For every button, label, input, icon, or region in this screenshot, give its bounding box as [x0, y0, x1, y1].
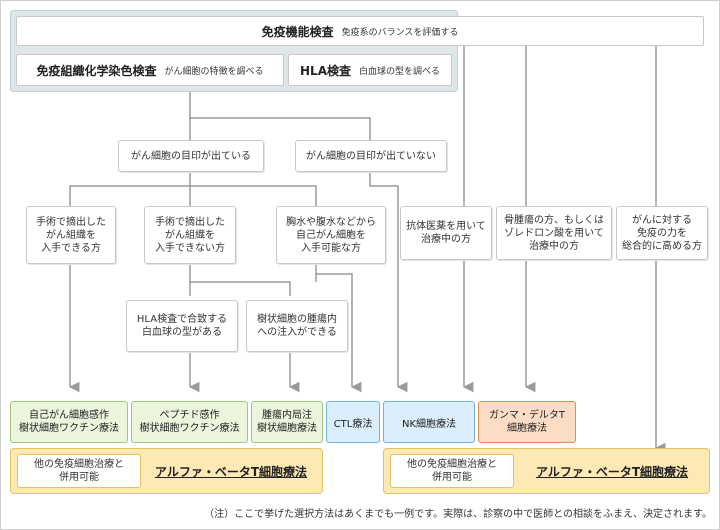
alpha-beta-t-right-group: 他の免疫細胞治療と 併用可能 アルファ・ベータT細胞療法 [383, 448, 710, 494]
therapy-peptide-dc-vaccine: ペプチド感作 樹状細胞ワクチン療法 [131, 401, 248, 443]
therapy-gamma-delta-t: ガンマ・デルタT 細胞療法 [478, 401, 576, 443]
marker-absent-node: がん細胞の目印が出ていない [295, 140, 447, 172]
q3-effusion-cells-node: 胸水や腹水などから 自己がん細胞を 入手可能な方 [276, 206, 386, 264]
alpha-beta-t-left-group: 他の免疫細胞治療と 併用可能 アルファ・ベータT細胞療法 [10, 448, 323, 494]
immune-function-test-card: 免疫機能検査 免疫系のバランスを評価する [16, 16, 704, 46]
alpha-beta-t-therapy-left: アルファ・ベータT細胞療法 [154, 464, 308, 479]
hla-test-desc: 白血球の型を調べる [358, 66, 440, 77]
hla-test-title: HLA検査 [300, 63, 351, 78]
combinable-note-right: 他の免疫細胞治療と 併用可能 [390, 454, 514, 488]
line-yes-to-q3 [190, 185, 317, 206]
tumor-injection-node: 樹状細胞の腫瘍内 への注入ができる [246, 300, 348, 352]
footnote: （注）ここで挙げた選択方法はあくまでも一例です。実際は、診察の中で医師との相談を… [204, 509, 712, 520]
marker-present-node: がん細胞の目印が出ている [118, 140, 264, 172]
q2-tissue-unavailable-node: 手術で摘出した がん組織を 入手できない方 [144, 206, 236, 264]
therapy-intratumoral-dc: 腫瘍内局注 樹状細胞療法 [251, 401, 323, 443]
immunohistochemistry-title: 免疫組織化学染色検査 [36, 63, 157, 78]
therapy-autologous-dc-vaccine: 自己がん細胞感作 樹状細胞ワクチン療法 [10, 401, 128, 443]
line-q2-to-inj [189, 264, 291, 296]
combinable-note-left: 他の免疫細胞治療と 併用可能 [17, 454, 141, 488]
q1-tissue-available-node: 手術で摘出した がん組織を 入手できる方 [26, 206, 116, 264]
q6-overall-immunity-node: がんに対する 免疫の力を 総合的に高める方 [616, 206, 708, 260]
therapy-nk-cell: NK細胞療法 [383, 401, 475, 443]
line-q3-to-ctl [315, 264, 362, 393]
hla-match-node: HLA検査で合致する 白血球の型がある [126, 300, 238, 352]
immune-function-test-title: 免疫機能検査 [261, 24, 334, 39]
immunohistochemistry-desc: がん細胞の特徴を調べる [164, 66, 264, 77]
immune-function-test-desc: 免疫系のバランスを評価する [341, 27, 459, 38]
line-yes-to-q1 [69, 172, 191, 206]
immunohistochemistry-card: 免疫組織化学染色検査 がん細胞の特徴を調べる [16, 54, 284, 86]
alpha-beta-t-therapy-right: アルファ・ベータT細胞療法 [535, 464, 689, 479]
therapy-ctl: CTL療法 [326, 401, 380, 443]
q4-antibody-drug-node: 抗体医薬を用いて 治療中の方 [400, 206, 492, 260]
hla-test-card: HLA検査 白血球の型を調べる [288, 54, 452, 86]
q5-bone-tumor-node: 骨腫瘍の方、もしくは ゾレドロン酸を用いて 治療中の方 [496, 206, 612, 260]
line-no-to-nk [369, 172, 408, 393]
line-top-to-marker-no [189, 92, 371, 140]
